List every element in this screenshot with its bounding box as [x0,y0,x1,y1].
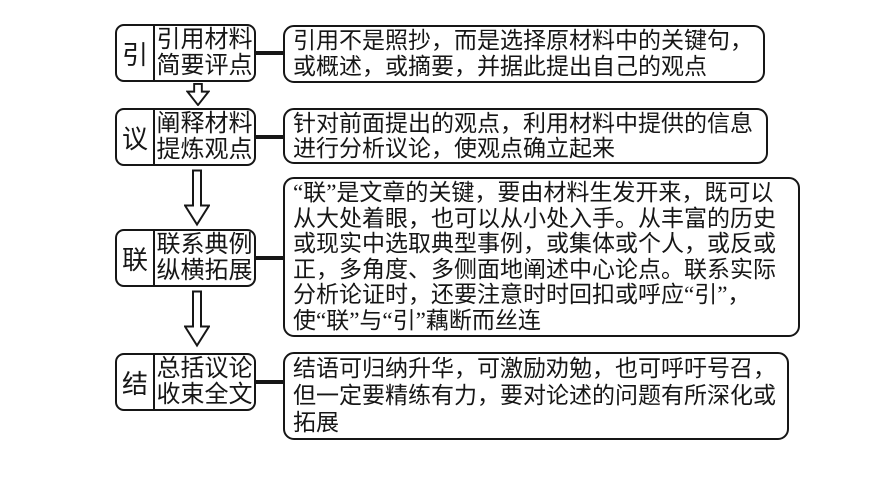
description-box-yi: 针对前面提出的观点，利用材料中提供的信息进行分析议论，使观点确立起来 [283,108,768,164]
description-box-jie: 结语可归纳升华，可激励劝勉，也可呼吁号召，但一定要精练有力，要对论述的问题有所深… [283,352,789,440]
connector-line [254,380,285,384]
step-char-yi: 议 [117,110,155,164]
step-label-line: 阐释材料 [156,111,253,137]
step-label-lian: 联系典例 纵横拓展 [155,231,254,285]
step-label-yin: 引用材料 简要评点 [155,26,254,80]
step-box-yi: 议 阐释材料 提炼观点 [115,108,256,166]
description-box-lian: “联”是文章的关键，要由材料生发开来，既可以从大处着眼，也可以从小处入手。从丰富… [283,177,800,337]
step-label-jie: 总括议论 收束全文 [155,355,254,409]
step-label-line: 引用材料 [156,27,253,53]
connector-line [254,135,285,139]
step-box-jie: 结 总括议论 收束全文 [115,353,256,411]
step-label-line: 纵横拓展 [156,258,253,284]
step-label-line: 收束全文 [156,382,253,408]
down-arrow-icon [184,290,210,348]
down-arrow-icon [184,169,210,227]
step-label-line: 联系典例 [156,232,253,258]
step-char-jie: 结 [117,355,155,409]
step-label-line: 提炼观点 [156,137,253,163]
step-char-yin: 引 [117,26,155,80]
connector-line [254,51,285,55]
step-box-lian: 联 联系典例 纵横拓展 [115,229,256,287]
step-label-yi: 阐释材料 提炼观点 [155,110,254,164]
step-char-lian: 联 [117,231,155,285]
connector-line [254,256,285,260]
step-label-line: 总括议论 [156,356,253,382]
step-label-line: 简要评点 [156,53,253,79]
step-box-yin: 引 引用材料 简要评点 [115,24,256,82]
down-arrow-icon [186,83,210,106]
description-box-yin: 引用不是照抄，而是选择原材料中的关键句，或概述，或摘要，并据此提出自己的观点 [283,25,765,83]
